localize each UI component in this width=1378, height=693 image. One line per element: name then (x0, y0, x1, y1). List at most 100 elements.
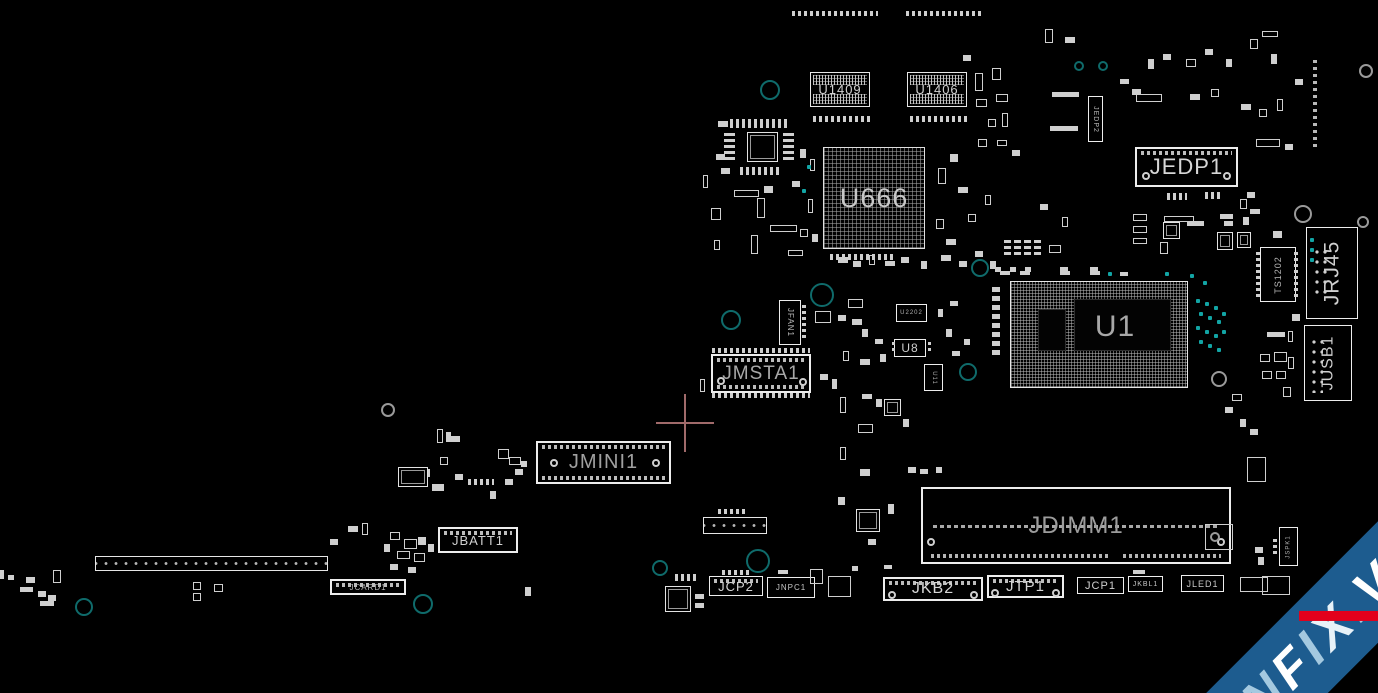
mounting-hole (1223, 172, 1232, 180)
smd-part (815, 311, 831, 323)
smd-pad (992, 287, 1000, 292)
pin-strip (910, 116, 967, 122)
mounting-hole (959, 363, 977, 381)
connector-jmini1-label: JMINI1 (568, 451, 639, 473)
chip-u666-label: U666 (839, 182, 909, 213)
connector-jbatt1[interactable]: JBATT1 (438, 527, 518, 553)
connector-jspk1-label: JSPK1 (1285, 534, 1292, 559)
watermark-red-slash (1298, 611, 1378, 622)
connector-jkb2-label: JKB2 (911, 580, 955, 597)
chip-u666[interactable]: U666 (823, 147, 925, 249)
connector-jmini1[interactable]: JMINI1 (536, 441, 671, 484)
chip-u11[interactable]: U11 (924, 364, 943, 391)
smd-pad (48, 595, 56, 601)
smd-part (437, 429, 443, 443)
connector-jedp1[interactable]: JEDP1 (1135, 147, 1238, 187)
ic-chip (665, 586, 691, 612)
smd-part (1049, 245, 1061, 253)
smd-pad (1148, 59, 1154, 69)
connector-jrj45-label: JRJ45 (1320, 240, 1343, 306)
smd-pad (800, 149, 806, 158)
pin-strip (1014, 240, 1021, 255)
smd-part (404, 539, 417, 549)
smd-part (976, 99, 987, 107)
connector-jmsta1[interactable]: JMSTA1 (711, 354, 811, 393)
smd-part (509, 457, 521, 465)
smd-part (1259, 109, 1267, 117)
test-pad (1214, 334, 1218, 338)
chip-u1406[interactable]: U1406 (907, 72, 967, 107)
smd-pad (963, 55, 971, 61)
smd-part (703, 175, 708, 188)
connector-jfan1[interactable]: JFAN1 (779, 300, 801, 345)
connector-jled1[interactable]: JLED1 (1181, 575, 1224, 592)
smd-pad (946, 239, 956, 245)
chip-u2202[interactable]: U2202 (896, 304, 927, 322)
smd-pad (884, 565, 892, 569)
smd-part (1260, 354, 1270, 362)
connector-jcp1[interactable]: JCP1 (1077, 577, 1124, 594)
connector-jrj45[interactable]: JRJ45 (1306, 227, 1358, 319)
mounting-hole (1141, 172, 1150, 180)
smd-part (1211, 89, 1219, 97)
test-pad (802, 189, 806, 193)
smd-pad (1020, 271, 1030, 275)
smd-pad (450, 436, 460, 442)
connector-jkb2[interactable]: JKB2 (883, 577, 983, 601)
smd-part (1256, 139, 1280, 147)
smd-pad (990, 261, 996, 269)
smd-part (193, 593, 201, 601)
smd-pad (862, 329, 868, 337)
smd-part (975, 73, 983, 91)
smd-part (734, 190, 759, 197)
smd-part (1133, 238, 1147, 244)
connector-jnpc1[interactable]: JNPC1 (767, 577, 815, 598)
pin-strip (1294, 252, 1298, 298)
smd-part (936, 219, 944, 229)
smd-pad (952, 351, 960, 356)
smd-part (1133, 226, 1147, 233)
smd-pad (721, 168, 730, 174)
smd-pad (408, 567, 416, 573)
connector-jdimm1[interactable]: JDIMM1 (921, 487, 1231, 564)
connector-jspk1[interactable]: JSPK1 (1279, 527, 1298, 566)
smd-pad (1090, 271, 1100, 275)
chip-u1-label[interactable]: U1 (1085, 310, 1145, 343)
pin-strip (830, 254, 896, 260)
smd-part (711, 208, 721, 220)
connector-jkbl1[interactable]: JKBL1 (1128, 576, 1163, 592)
smd-pad (1285, 144, 1293, 150)
chip-u8[interactable]: U8 (894, 339, 926, 357)
pin-strip (724, 133, 735, 160)
chip-u1409[interactable]: U1409 (810, 72, 870, 107)
pin-strip (1167, 193, 1187, 200)
test-pad (1208, 316, 1212, 320)
connector-jcp2[interactable]: JCP2 (709, 576, 763, 596)
pin-strip (1024, 240, 1031, 255)
pad-array (1308, 335, 1323, 393)
connector-jtp1[interactable]: JTP1 (987, 575, 1064, 598)
smd-pad (1220, 214, 1233, 219)
smd-pad (852, 319, 862, 325)
test-pad (1222, 330, 1226, 334)
smd-pad (716, 154, 725, 160)
smd-pad (992, 296, 1000, 301)
pin-strip (1034, 240, 1041, 255)
connector-jedp2[interactable]: JEDP2 (1088, 96, 1103, 142)
chip-ts1202[interactable]: TS1202 (1260, 247, 1296, 302)
smd-part (1186, 59, 1196, 67)
smd-part (985, 195, 991, 205)
connector-jcard1[interactable]: JCARD1 (330, 579, 406, 595)
test-pad (1190, 274, 1194, 278)
smd-part (1276, 371, 1286, 379)
smd-pad (1247, 192, 1255, 198)
smd-pad (992, 314, 1000, 319)
smd-part (1240, 577, 1268, 592)
pin-strip (892, 342, 895, 354)
smd-pad (1243, 217, 1249, 225)
smd-part (1247, 457, 1266, 482)
chip-u1409-label: U1409 (818, 82, 862, 97)
connector-jusb1[interactable]: JUSB1 (1304, 325, 1352, 401)
smd-part (997, 140, 1007, 146)
